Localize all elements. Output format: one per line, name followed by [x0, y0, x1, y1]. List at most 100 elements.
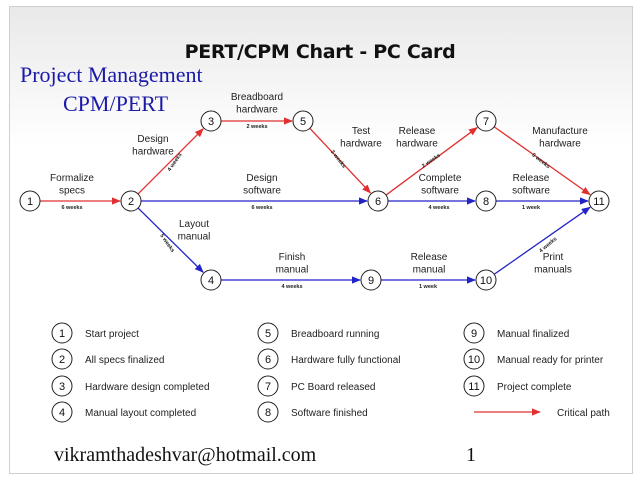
event-node-number-8: 8	[483, 196, 489, 208]
header-line-1: Project Management	[20, 62, 203, 87]
legend-text-11: Project complete	[497, 382, 572, 393]
activity-duration-9-10: 1 week	[419, 284, 438, 290]
legend-text-5: Breadboard running	[291, 329, 379, 340]
activity-arrow-7-11	[493, 126, 591, 196]
legend-text-7: PC Board released	[291, 382, 376, 393]
page-number: 1	[466, 444, 476, 466]
activity-label-6-8: software	[421, 186, 459, 197]
activity-label-2-3: hardware	[132, 147, 174, 158]
activity-label-5-6: hardware	[340, 139, 382, 150]
event-node-5	[292, 110, 314, 132]
event-node-number-6: 6	[375, 196, 381, 208]
event-node-3	[200, 110, 222, 132]
event-node-7	[475, 110, 497, 132]
activity-duration-3-5: 2 weeks	[246, 124, 267, 130]
event-node-number-1: 1	[27, 196, 33, 208]
activity-label-7-11: hardware	[539, 139, 581, 150]
activity-duration-6-7: 2 weeks	[421, 153, 442, 170]
legend-node-9	[463, 322, 485, 344]
activity-label-2-6: software	[243, 186, 281, 197]
legend-node-8	[257, 401, 279, 423]
legend-critical-path-label: Critical path	[557, 408, 610, 419]
event-node-number-3: 3	[208, 116, 214, 128]
activity-label-7-11: Manufacture	[532, 126, 588, 137]
activity-label-8-11: Release	[513, 173, 550, 184]
event-node-number-10: 10	[480, 275, 492, 287]
activity-duration-6-8: 4 weeks	[428, 205, 449, 211]
activity-label-3-5: Breadboard	[231, 92, 283, 103]
slide-frame	[9, 6, 633, 474]
event-node-number-4: 4	[208, 275, 214, 287]
activity-label-5-6: Test	[352, 126, 371, 137]
event-node-11	[588, 190, 610, 212]
legend-text-2: All specs finalized	[85, 355, 164, 366]
legend-node-number-6: 6	[265, 354, 271, 366]
legend-node-1	[51, 322, 73, 344]
activity-duration-8-11: 1 week	[522, 205, 541, 211]
legend-node-number-10: 10	[468, 354, 480, 366]
legend-text-10: Manual ready for printer	[497, 355, 604, 366]
activity-label-10-11: Print	[543, 252, 564, 263]
chart-title: PERT/CPM Chart - PC Card	[184, 41, 456, 63]
activity-label-2-3: Design	[137, 134, 168, 145]
event-node-number-11: 11	[593, 196, 604, 208]
event-node-number-9: 9	[368, 275, 374, 287]
event-node-4	[200, 269, 222, 291]
activity-label-2-6: Design	[246, 173, 277, 184]
activity-duration-4-9: 4 weeks	[281, 284, 302, 290]
activity-label-6-8: Complete	[419, 173, 462, 184]
activity-arrow-6-7	[385, 127, 478, 196]
legend-node-5	[257, 322, 279, 344]
activity-label-8-11: software	[512, 186, 550, 197]
activity-label-9-10: manual	[413, 265, 446, 276]
activity-duration-2-6: 6 weeks	[251, 205, 272, 211]
activity-duration-5-6: 3 weeks	[329, 149, 347, 169]
legend-node-7	[257, 375, 279, 397]
legend-node-number-1: 1	[59, 328, 65, 340]
activity-label-6-7: hardware	[396, 139, 438, 150]
event-node-10	[475, 269, 497, 291]
event-node-2	[120, 190, 142, 212]
legend-text-6: Hardware fully functional	[291, 355, 401, 366]
activity-arrow-5-6	[309, 127, 372, 194]
legend-node-number-2: 2	[59, 354, 65, 366]
legend-text-1: Start project	[85, 329, 139, 340]
legend-node-3	[51, 375, 73, 397]
activity-label-1-2: Formalize	[50, 173, 94, 184]
legend-node-number-5: 5	[265, 328, 271, 340]
legend-node-4	[51, 401, 73, 423]
activity-label-2-4: manual	[178, 232, 211, 243]
legend-node-11	[463, 375, 485, 397]
legend-node-number-4: 4	[59, 407, 65, 419]
event-node-6	[367, 190, 389, 212]
legend-node-number-8: 8	[265, 407, 271, 419]
header-line-2: CPM/PERT	[63, 91, 169, 116]
legend-node-number-9: 9	[471, 328, 477, 340]
legend-node-10	[463, 348, 485, 370]
activity-label-6-7: Release	[399, 126, 436, 137]
activity-label-2-4: Layout	[179, 219, 209, 230]
event-node-9	[360, 269, 382, 291]
activity-duration-1-2: 6 weeks	[61, 205, 82, 211]
legend-text-4: Manual layout completed	[85, 408, 196, 419]
legend-node-number-11: 11	[468, 381, 479, 393]
event-node-1	[19, 190, 41, 212]
legend-text-8: Software finished	[291, 408, 368, 419]
legend-node-number-3: 3	[59, 381, 65, 393]
event-node-number-2: 2	[128, 196, 134, 208]
legend-node-6	[257, 348, 279, 370]
event-node-8	[475, 190, 497, 212]
legend-text-9: Manual finalized	[497, 329, 569, 340]
activity-duration-7-11: 6 weeks	[530, 152, 550, 170]
event-node-number-5: 5	[300, 116, 306, 128]
activity-arrow-10-11	[493, 206, 591, 275]
activity-label-10-11: manuals	[534, 265, 572, 276]
activity-arrow-2-3	[137, 128, 204, 195]
activity-arrow-2-4	[137, 207, 204, 273]
footer-email: vikramthadeshvar@hotmail.com	[54, 444, 317, 466]
activity-label-1-2: specs	[59, 186, 85, 197]
legend-node-number-7: 7	[265, 381, 271, 393]
legend-node-2	[51, 348, 73, 370]
activity-label-9-10: Release	[411, 252, 448, 263]
